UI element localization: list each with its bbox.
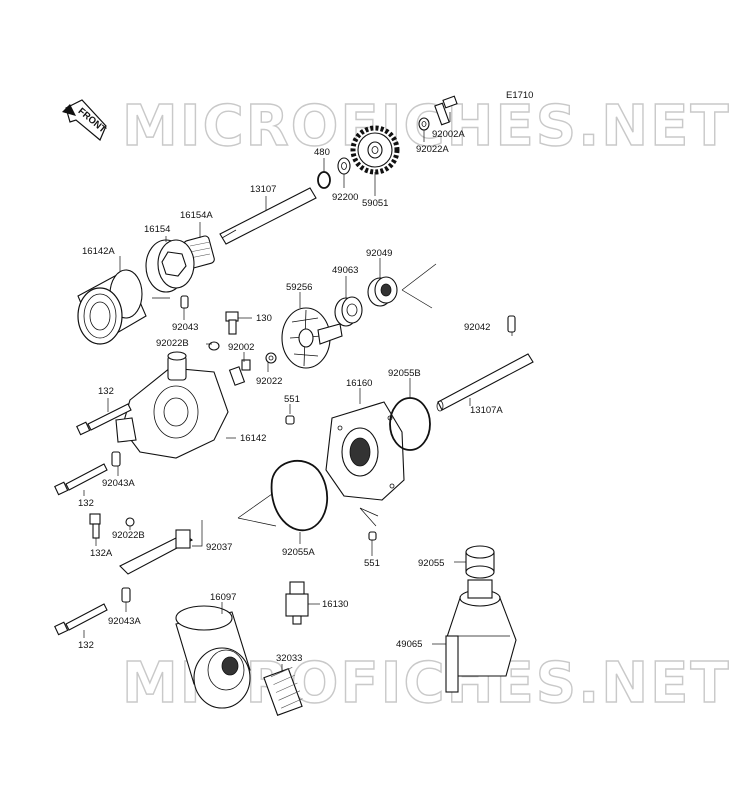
washer-92022A (418, 117, 430, 131)
label-59051: 59051 (362, 198, 388, 209)
bolt-132-b (54, 463, 108, 496)
oil-filter-16097 (175, 605, 251, 709)
label-92002: 92002 (228, 342, 254, 353)
label-13107A: 13107A (470, 405, 503, 416)
bolt-130 (225, 311, 239, 335)
diagram-code: E1710 (506, 90, 533, 101)
label-16154A: 16154A (180, 210, 213, 221)
pin-92042 (507, 315, 516, 333)
label-551-b: 551 (364, 558, 380, 569)
label-92022B-top: 92022B (156, 338, 189, 349)
label-132-c: 132 (78, 640, 94, 651)
label-92055A: 92055A (282, 547, 315, 558)
bearing-92049 (367, 276, 398, 307)
washer-92022 (265, 352, 277, 364)
label-92055: 92055 (418, 558, 444, 569)
bolt-132-c (54, 603, 108, 636)
label-13107: 13107 (250, 184, 276, 195)
stud-32033 (263, 667, 303, 716)
label-132-a: 132 (98, 386, 114, 397)
circlip-480 (317, 171, 331, 189)
bracket-92037 (119, 529, 194, 575)
label-92043A-b: 92043A (108, 616, 141, 627)
pin-92043 (180, 295, 189, 309)
label-92049: 92049 (366, 248, 392, 259)
label-16160: 16160 (346, 378, 372, 389)
label-32033: 32033 (276, 653, 302, 664)
label-92043A-a: 92043A (102, 478, 135, 489)
seal-49063 (334, 296, 363, 327)
shaft-13107A (436, 353, 534, 412)
washer-92200 (337, 157, 351, 175)
bolt-132-a (76, 403, 132, 436)
pump-body-16142 (115, 351, 229, 459)
pin-551-b (368, 531, 377, 541)
label-16097: 16097 (210, 592, 236, 603)
rotor-16154 (145, 239, 195, 293)
sleeve-16142A (77, 269, 147, 345)
bolt-92002 (228, 359, 251, 386)
sprocket-59051 (350, 125, 400, 175)
pin-92043A-b (121, 587, 131, 603)
label-59256: 59256 (286, 282, 312, 293)
label-92055B: 92055B (388, 368, 421, 379)
shaft-13107 (219, 187, 317, 245)
label-92022B-lower: 92022B (112, 530, 145, 541)
oring-92055A (270, 460, 329, 532)
label-16142: 16142 (240, 433, 266, 444)
bolt-132A (89, 513, 101, 539)
label-49065: 49065 (396, 639, 422, 650)
washer-92022B-top (208, 341, 220, 351)
label-132A: 132A (90, 548, 113, 559)
leader-lines (83, 112, 513, 672)
label-92022: 92022 (256, 376, 282, 387)
label-480: 480 (314, 147, 330, 158)
grommet-92055 (465, 545, 495, 579)
label-551-a: 551 (284, 394, 300, 405)
pin-551-a (285, 415, 295, 425)
label-92200: 92200 (332, 192, 358, 203)
label-92037: 92037 (206, 542, 232, 553)
label-16130: 16130 (322, 599, 348, 610)
label-130: 130 (256, 313, 272, 324)
label-49063: 49063 (332, 265, 358, 276)
pin-92043A-a (111, 451, 121, 467)
bolt-92002A (434, 95, 458, 126)
cover-16160 (325, 401, 405, 501)
label-132-b: 132 (78, 498, 94, 509)
switch-16130 (285, 581, 309, 625)
label-16154: 16154 (144, 224, 170, 235)
washer-92022B-lower (125, 517, 135, 527)
impeller-59256 (281, 307, 343, 369)
label-92002A: 92002A (432, 129, 465, 140)
label-92022A: 92022A (416, 144, 449, 155)
front-arrow-icon: FRONT (62, 99, 108, 141)
strainer-49065 (445, 579, 517, 693)
label-16142A: 16142A (82, 246, 115, 257)
label-92042: 92042 (464, 322, 490, 333)
label-92043: 92043 (172, 322, 198, 333)
